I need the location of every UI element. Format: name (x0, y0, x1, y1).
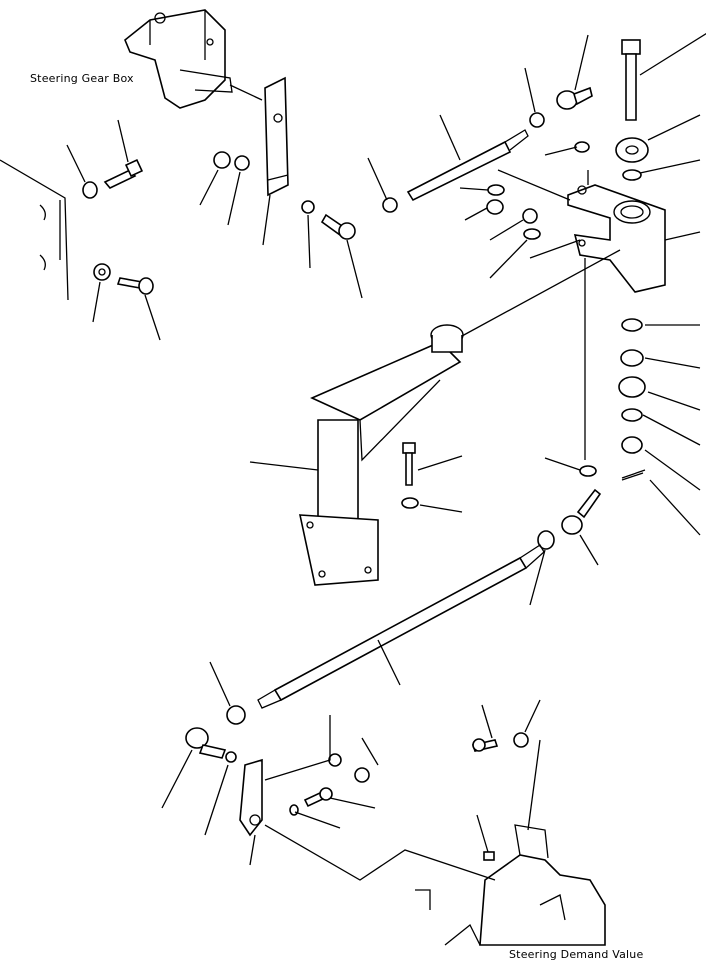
cotter-pin (621, 469, 646, 481)
nut-lower-mid (513, 732, 529, 748)
bearing-top (615, 137, 649, 163)
washer-lower-right (579, 465, 597, 477)
nut-lower-rod-left (226, 705, 246, 725)
ball-joint-upper-left (320, 213, 356, 240)
bolt-lower-left (116, 277, 154, 295)
nut-arm (213, 151, 231, 169)
nut-valve-arm (328, 753, 342, 767)
pitman-arm (264, 76, 289, 197)
nut-valve-arm-2 (354, 767, 370, 783)
frame-plate (0, 159, 69, 301)
nut-upper-rod (382, 197, 398, 213)
washer-mid-2 (523, 228, 541, 240)
lower-tie-rod (257, 544, 545, 709)
bearing-r2 (618, 376, 646, 398)
pedestal-bolt (402, 442, 416, 486)
washer-r1 (621, 318, 643, 332)
valve-arm (239, 758, 263, 837)
bearing-r1 (620, 349, 644, 367)
leader-lines (66, 32, 706, 881)
upper-tie-rod (406, 129, 529, 202)
washer-top (622, 169, 642, 181)
bolt-valve-arm (303, 787, 333, 808)
washer-arm-2 (301, 200, 315, 214)
steering-demand-valve (415, 824, 606, 946)
washer-lower-left (225, 751, 237, 763)
nut-lower-rod-right (537, 530, 555, 550)
washer-left (93, 263, 111, 281)
idler-pedestal (298, 324, 464, 586)
steering-demand-valve-label: Steering Demand Value (509, 948, 644, 961)
ball-joint-lower-right (561, 488, 602, 535)
bolt-upper-left (103, 158, 144, 189)
nut-mid-1 (486, 199, 504, 215)
nut-upper-rod-right (529, 112, 545, 128)
lock-washer (289, 804, 299, 816)
idler-bolt (621, 39, 641, 121)
washer-mid-1 (487, 184, 505, 196)
ball-joint-lower-left (185, 727, 227, 759)
bolt-lower-mid (471, 738, 499, 752)
washer-r2 (621, 408, 643, 422)
washer-mid-3 (574, 141, 590, 153)
nut-mid-2 (522, 208, 538, 224)
castle-nut (621, 436, 643, 454)
steering-gear-box (124, 9, 263, 109)
ball-joint-upper-right (556, 86, 593, 110)
steering-gear-box-label: Steering Gear Box (30, 72, 134, 85)
washer-arm (234, 155, 250, 171)
idler-bracket (567, 184, 666, 293)
nut-upper-left (82, 181, 98, 199)
pedestal-washer (401, 497, 419, 509)
